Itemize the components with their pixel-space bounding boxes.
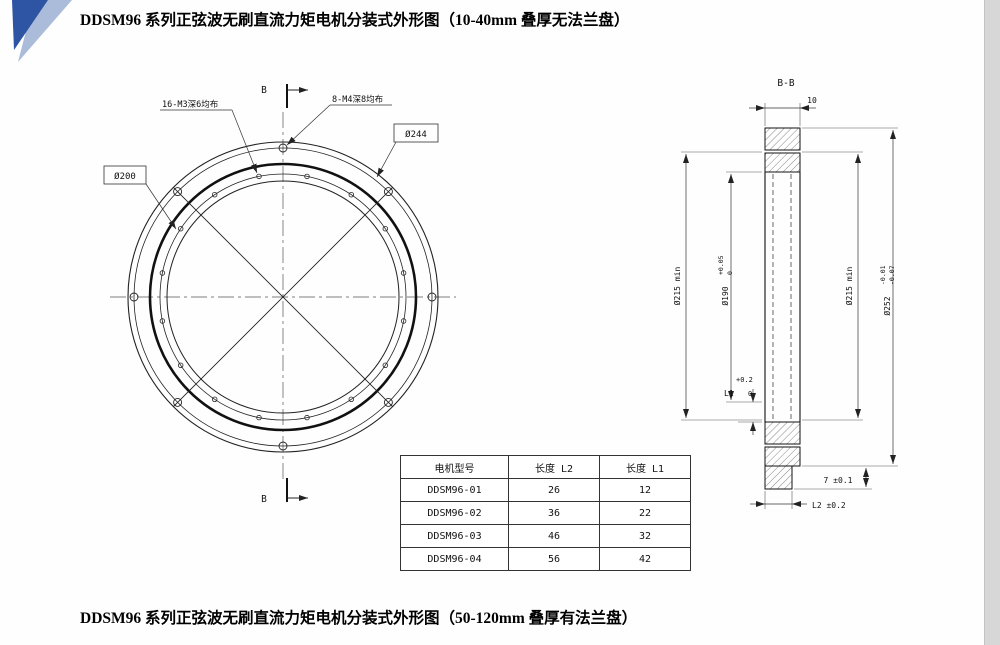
dim-l1-label: L1 xyxy=(724,389,734,398)
inner-bolts-label: 16-M3深6均布 xyxy=(162,99,218,110)
motor-spec-table: 电机型号 长度 L2 长度 L1 DDSM96-01 26 12 DDSM96-… xyxy=(400,455,691,571)
dia-190-label: Ø190 xyxy=(720,286,730,305)
dia-215-left-label: Ø215 min xyxy=(672,267,682,306)
section-bottom-wall xyxy=(764,421,801,490)
dia-190-label-group: Ø190 +0.05 0 xyxy=(717,255,734,305)
section-view-dimensions: 10 Ø215 min Ø190 +0.05 0 Ø215 min Ø252 -… xyxy=(672,96,898,510)
table-row: DDSM96-01 26 12 xyxy=(400,478,691,502)
cell-l2: 36 xyxy=(508,501,600,525)
dia-244-label: Ø244 xyxy=(405,129,427,140)
dia-215-right-label: Ø215 min xyxy=(844,267,854,306)
front-view xyxy=(110,112,456,482)
page-edge-strip xyxy=(984,0,1000,645)
cell-l1: 42 xyxy=(599,547,691,571)
dia-252-tol-upper: -0.01 xyxy=(879,265,887,285)
inner-bolt-holes xyxy=(159,173,407,421)
dia-200-label: Ø200 xyxy=(114,171,136,182)
cell-model: DDSM96-02 xyxy=(400,501,509,525)
dia-252-label: Ø252 xyxy=(882,296,892,315)
dia-190-tol-lower: 0 xyxy=(726,271,734,275)
dim-top-width-label: 10 xyxy=(807,96,817,105)
section-view: B-B xyxy=(764,78,801,490)
dim-l1-label-group: +0.2 L1 0 xyxy=(724,376,753,398)
page-title-bottom: DDSM96 系列正弦波无刷直流力矩电机分装式外形图（50-120mm 叠厚有法… xyxy=(80,610,638,627)
cell-model: DDSM96-04 xyxy=(400,547,509,571)
outer-bolts-label: 8-M4深8均布 xyxy=(332,94,383,105)
dia-252-label-group: Ø252 -0.01 -0.07 xyxy=(879,265,896,315)
cell-l2: 56 xyxy=(508,547,600,571)
table-header-l1: 长度 L1 xyxy=(599,455,691,479)
cell-model: DDSM96-03 xyxy=(400,524,509,548)
cell-l1: 12 xyxy=(599,478,691,502)
outer-bolt-holes xyxy=(129,143,437,451)
table-row: DDSM96-04 56 42 xyxy=(400,547,691,571)
section-letter-bottom: B xyxy=(261,494,267,505)
table-row: DDSM96-02 36 22 xyxy=(400,501,691,525)
dim-l1-tol-lower: 0 xyxy=(748,390,752,398)
cell-model: DDSM96-01 xyxy=(400,478,509,502)
table-header-l2: 长度 L2 xyxy=(508,455,600,479)
table-header-model: 电机型号 xyxy=(400,455,509,479)
dia-252-tol-lower: -0.07 xyxy=(888,265,896,285)
dim-l2-label: L2 ±0.2 xyxy=(812,501,846,510)
section-view-title: B-B xyxy=(777,78,794,89)
cell-l1: 32 xyxy=(599,524,691,548)
section-marker-bottom: B xyxy=(261,478,308,505)
section-letter-top: B xyxy=(261,85,267,96)
section-top-wall xyxy=(764,127,801,173)
dim-l1-tol-upper: +0.2 xyxy=(736,376,753,384)
dia-190-tol-upper: +0.05 xyxy=(717,255,725,275)
table-header-row: 电机型号 长度 L2 长度 L1 xyxy=(400,455,691,479)
cell-l1: 22 xyxy=(599,501,691,525)
front-view-annotations: 16-M3深6均布 8-M4深8均布 Ø244 Ø200 B xyxy=(103,84,439,505)
cell-l2: 26 xyxy=(508,478,600,502)
dim-flange-thickness-label: 7 ±0.1 xyxy=(824,476,853,485)
corner-ribbon-decoration xyxy=(12,0,72,62)
section-marker-top: B xyxy=(261,84,308,108)
page-title-top: DDSM96 系列正弦波无刷直流力矩电机分装式外形图（10-40mm 叠厚无法兰… xyxy=(80,12,630,29)
table-row: DDSM96-03 46 32 xyxy=(400,524,691,548)
cell-l2: 46 xyxy=(508,524,600,548)
